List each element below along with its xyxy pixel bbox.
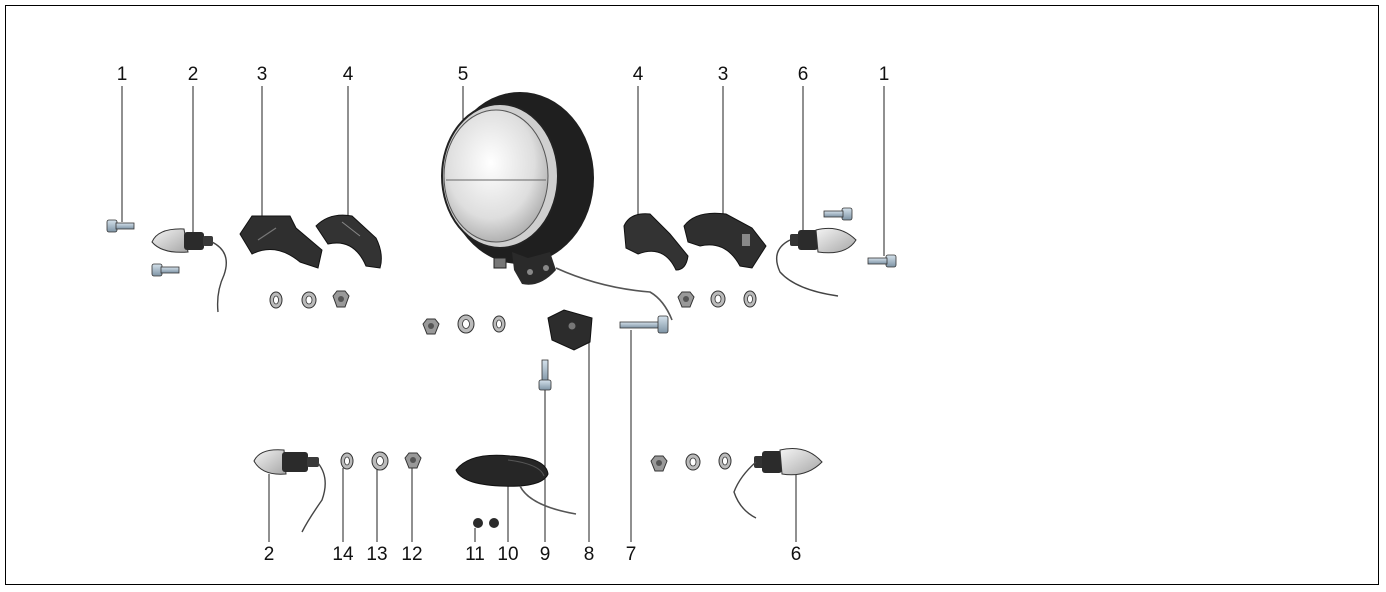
callout-label: 3 [257,64,268,85]
callout-label: 6 [798,64,809,85]
washer-nut-set-top-right [677,290,757,308]
bolt-part-1-right [867,254,897,268]
callout-label: 2 [264,544,275,565]
turn-signal-part-2-bottom [253,449,326,533]
washer-nut-set-middle [422,314,506,335]
callout-label: 4 [343,64,354,85]
clamp-part-4-left [315,214,382,269]
washer-nut-set-top-left [269,290,350,309]
bracket-part-3-left [239,215,323,269]
callout-label: 1 [117,64,128,85]
callout-label: 13 [366,544,387,565]
grommet-part-11 [473,518,499,528]
long-bolt-part-7 [619,315,669,334]
bracket-part-3-right [683,212,767,269]
callout-label: 1 [879,64,890,85]
bolt-part-1-left [106,219,135,233]
washer-nut-set-bottom-right [650,452,732,472]
callout-label: 7 [626,544,637,565]
callout-label: 9 [540,544,551,565]
screw-part-9 [538,359,552,391]
bolt-small-right [823,207,853,221]
turn-signal-part-6-bottom [733,448,823,519]
turn-signal-part-2-top [151,228,227,313]
bolt-small-left [151,263,180,277]
headlight-part-5 [441,92,673,321]
callout-label: 4 [633,64,644,85]
mount-block-part-8 [547,309,593,351]
callout-label: 12 [401,544,422,565]
callout-label: 5 [458,64,469,85]
callout-label: 14 [332,544,354,565]
clamp-part-4-right [623,213,689,271]
turn-signal-part-6-top [776,227,857,297]
callout-label: 11 [465,544,485,565]
callout-label: 3 [718,64,729,85]
callout-label: 6 [791,544,802,565]
callout-label: 2 [188,64,199,85]
washer-nut-set-bottom-left [340,451,422,471]
plate-light-part-10 [455,454,577,515]
callout-label: 8 [584,544,595,565]
callout-label: 10 [497,544,518,565]
